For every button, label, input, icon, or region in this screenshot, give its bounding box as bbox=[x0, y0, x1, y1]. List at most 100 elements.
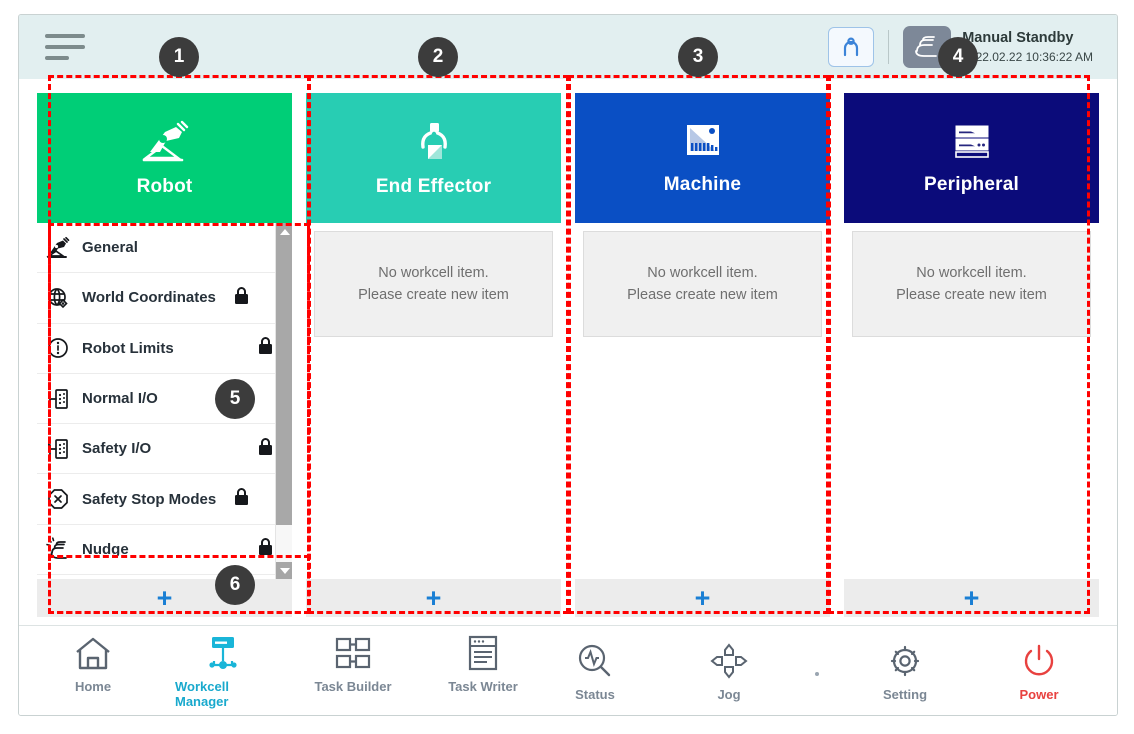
nav-item-task-builder[interactable]: Task Builder bbox=[305, 632, 401, 709]
card-title-robot: Robot bbox=[136, 176, 193, 197]
stop-octagon-icon bbox=[45, 486, 71, 512]
nav-label-workcell-manager: Workcell Manager bbox=[175, 679, 229, 709]
hamburger-line bbox=[45, 34, 85, 38]
robot-list-item-label: Robot Limits bbox=[82, 339, 174, 357]
empty-line-2: Please create new item bbox=[358, 287, 509, 303]
add-peripheral-button[interactable]: + bbox=[844, 579, 1099, 617]
robot-list-scrollbar[interactable] bbox=[275, 223, 292, 579]
limits-circle-icon bbox=[45, 335, 71, 361]
add-machine-button[interactable]: + bbox=[575, 579, 830, 617]
io-port-icon bbox=[45, 436, 71, 462]
robot-list-item-label: Safety Stop Modes bbox=[82, 490, 217, 508]
workcell-card-end-effector: End Effector No workcell item. Please cr… bbox=[306, 93, 561, 617]
robot-list-item[interactable]: Safety I/O bbox=[37, 424, 292, 475]
lock-icon bbox=[259, 337, 272, 355]
lock-icon bbox=[234, 286, 248, 304]
gear-icon bbox=[885, 640, 925, 680]
nudge-hand-icon bbox=[45, 536, 71, 562]
home-icon bbox=[73, 632, 113, 672]
robot-home-pose-button[interactable] bbox=[828, 27, 875, 67]
card-header-peripheral[interactable]: Peripheral bbox=[844, 93, 1099, 223]
peripheral-rack-icon bbox=[954, 125, 989, 158]
empty-state-end-effector: No workcell item. Please create new item bbox=[314, 231, 553, 337]
robot-arm-icon bbox=[45, 235, 71, 261]
hamburger-line bbox=[45, 56, 69, 60]
workcell-card-peripheral: Peripheral No workcell item. Please crea… bbox=[844, 93, 1099, 617]
hamburger-line bbox=[45, 45, 85, 49]
nav-item-workcell-manager[interactable]: Workcell Manager bbox=[175, 632, 271, 709]
nav-label-task-builder: Task Builder bbox=[314, 679, 392, 694]
annotation-badge-4: 4 bbox=[938, 37, 978, 77]
card-title-end-effector: End Effector bbox=[375, 176, 492, 197]
nav-label-setting: Setting bbox=[882, 686, 928, 702]
robot-list-item[interactable]: Robot Limits bbox=[37, 324, 292, 374]
robot-list-item[interactable]: Normal I/O bbox=[37, 374, 292, 425]
nav-label-status: Status bbox=[575, 686, 615, 702]
card-header-machine[interactable]: Machine bbox=[575, 93, 830, 223]
nav-item-jog[interactable]: Jog bbox=[681, 640, 777, 702]
robot-list-item[interactable]: Safety Stop Modes bbox=[37, 474, 292, 525]
lock-icon bbox=[257, 537, 274, 561]
add-peripheral-plus-icon: + bbox=[963, 582, 980, 613]
nav-label-power: Power bbox=[1019, 686, 1059, 702]
workcell-card-machine: Machine No workcell item. Please create … bbox=[575, 93, 830, 617]
robot-arm-icon bbox=[141, 120, 188, 162]
annotation-badge-2: 2 bbox=[418, 37, 458, 77]
nav-right-group: Status Jog bbox=[547, 640, 1117, 702]
robot-list-item[interactable]: World Coordinates bbox=[37, 273, 292, 324]
lock-icon bbox=[257, 336, 274, 360]
robot-list-item-label: General bbox=[82, 239, 138, 257]
robot-list-item-label: Nudge bbox=[82, 540, 129, 558]
nav-item-power[interactable]: Power bbox=[991, 640, 1087, 702]
card-header-end-effector[interactable]: End Effector bbox=[306, 93, 561, 223]
lock-icon bbox=[259, 437, 272, 455]
robot-home-pose-icon bbox=[844, 37, 859, 57]
io-port-icon bbox=[45, 386, 71, 412]
add-end-effector-button[interactable]: + bbox=[306, 579, 561, 617]
empty-state-peripheral: No workcell item. Please create new item bbox=[852, 231, 1091, 337]
hamburger-menu-icon[interactable] bbox=[45, 30, 87, 64]
machine-icon bbox=[686, 125, 719, 155]
empty-line-1: No workcell item. bbox=[378, 264, 489, 281]
empty-state-machine: No workcell item. Please create new item bbox=[583, 231, 822, 337]
card-header-robot[interactable]: Robot bbox=[37, 93, 292, 223]
robot-list-item[interactable]: General bbox=[37, 223, 292, 274]
robot-list-item-label: Normal I/O bbox=[82, 390, 158, 408]
datetime-label: 2022.02.22 10:36:22 AM bbox=[962, 49, 1093, 64]
annotation-badge-1: 1 bbox=[159, 37, 199, 77]
add-machine-plus-icon: + bbox=[694, 582, 711, 613]
lock-icon bbox=[233, 286, 250, 310]
lock-icon bbox=[259, 538, 272, 556]
scroll-up-arrow-icon[interactable] bbox=[276, 223, 292, 240]
scrollbar-thumb[interactable] bbox=[276, 240, 292, 525]
empty-line-1: No workcell item. bbox=[916, 264, 1027, 281]
machine-body: No workcell item. Please create new item bbox=[575, 223, 830, 579]
power-icon bbox=[1019, 640, 1059, 680]
nav-label-jog: Jog bbox=[717, 686, 741, 702]
nav-item-setting[interactable]: Setting bbox=[857, 640, 953, 702]
nav-item-home[interactable]: Home bbox=[45, 632, 141, 709]
annotation-badge-6: 6 bbox=[215, 565, 255, 605]
scroll-down-arrow-icon[interactable] bbox=[276, 562, 292, 579]
globe-coordinate-icon bbox=[45, 285, 71, 311]
bottom-navigation-bar: Home Workcell Manager bbox=[19, 625, 1117, 715]
annotation-badge-3: 3 bbox=[678, 37, 718, 77]
jog-dpad-icon bbox=[709, 640, 749, 680]
nav-separator-dot bbox=[815, 671, 819, 676]
nav-item-status[interactable]: Status bbox=[547, 640, 643, 702]
empty-line-2: Please create new item bbox=[627, 287, 778, 303]
task-builder-icon bbox=[332, 632, 374, 672]
workcell-manager-icon bbox=[202, 632, 244, 672]
header-divider bbox=[888, 30, 890, 64]
nav-item-task-writer[interactable]: Task Writer bbox=[435, 632, 531, 709]
add-robot-plus-icon: + bbox=[156, 582, 173, 613]
robot-list-item[interactable]: Nudge bbox=[37, 525, 292, 576]
manual-hand-icon bbox=[915, 36, 938, 57]
end-effector-body: No workcell item. Please create new item bbox=[306, 223, 561, 579]
lock-icon bbox=[233, 487, 250, 511]
annotation-badge-5: 5 bbox=[215, 379, 255, 419]
peripheral-body: No workcell item. Please create new item bbox=[844, 223, 1099, 579]
lock-icon bbox=[257, 437, 274, 461]
